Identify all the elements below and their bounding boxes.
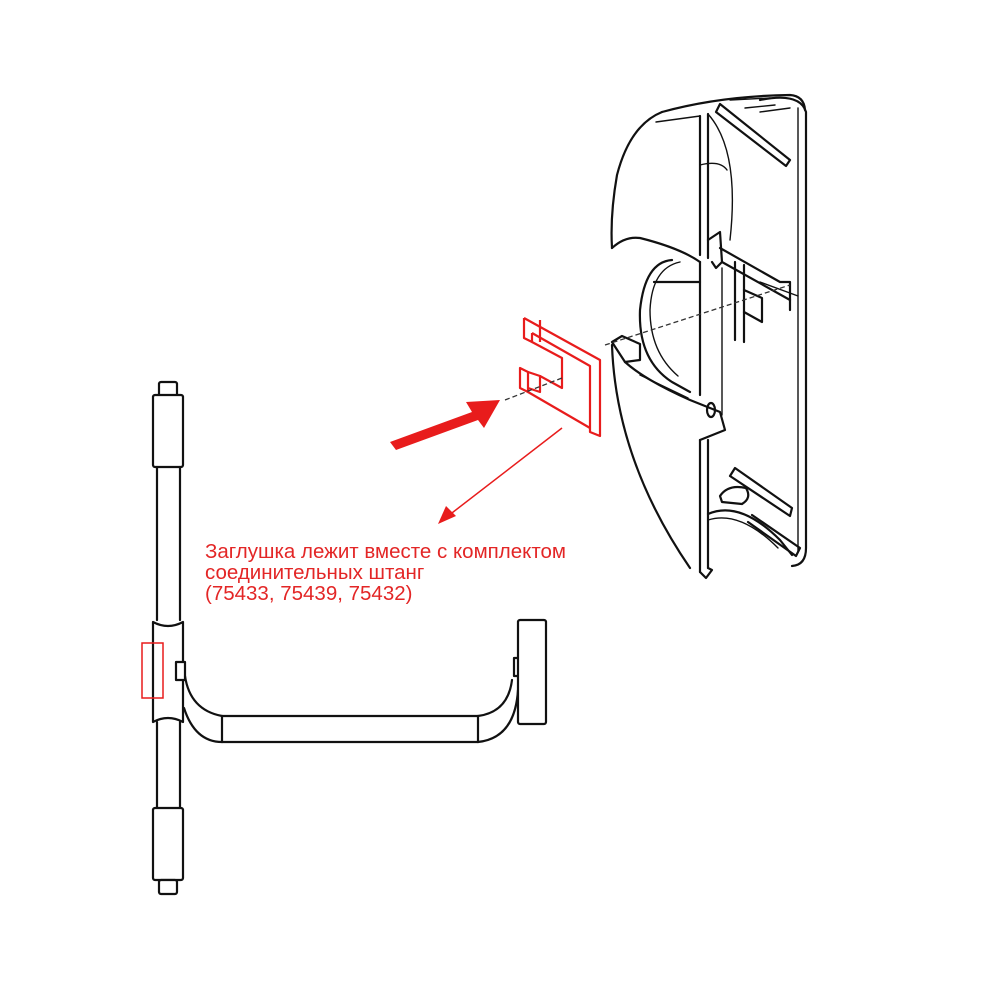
- plug-location-marker: [141, 642, 164, 699]
- caption-line-2: соединительных штанг: [205, 561, 425, 584]
- caption-line-3: (75433, 75439, 75432): [205, 582, 413, 605]
- push-bar: [174, 656, 525, 744]
- callout-arrow: [438, 427, 563, 524]
- caption: Заглушка лежит вместе с комплектом соеди…: [205, 541, 566, 604]
- blanking-plug: [504, 317, 602, 438]
- vertical-rod: [151, 380, 185, 896]
- side-bracket: [516, 618, 548, 726]
- caption-line-1: Заглушка лежит вместе с комплектом: [205, 540, 566, 563]
- end-cap-housing: [604, 93, 808, 580]
- insert-arrow: [390, 400, 500, 450]
